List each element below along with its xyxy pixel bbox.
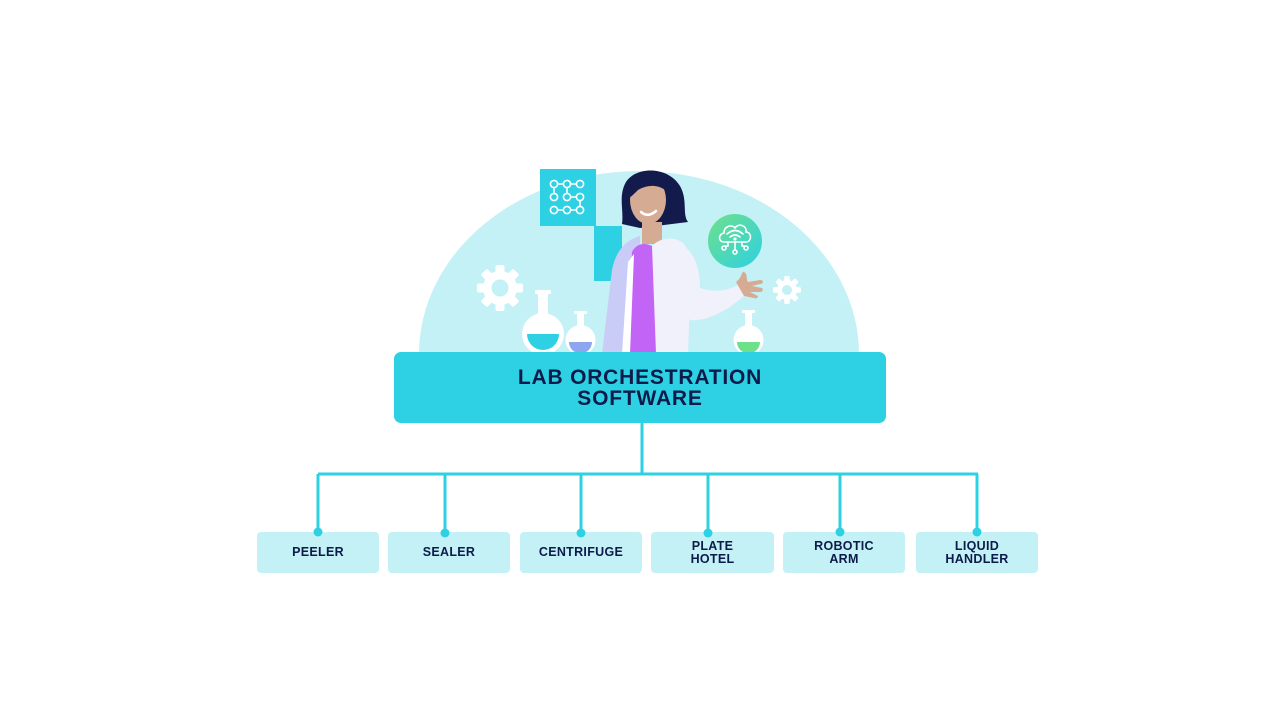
module-plate-hotel: PLATE HOTEL [651, 532, 774, 573]
main-title-box: LAB ORCHESTRATION SOFTWARE [394, 352, 886, 423]
module-liquid-handler: LIQUID HANDLER [916, 532, 1038, 573]
gear-icon [477, 265, 523, 311]
module-label: PEELER [292, 545, 344, 559]
module-label: PLATE HOTEL [690, 538, 735, 566]
cloud-network-icon [708, 214, 762, 268]
module-robotic-arm: ROBOTIC ARM [783, 532, 905, 573]
module-label: SEALER [422, 545, 476, 559]
workflow-icon [540, 169, 622, 281]
connector-lines [316, 423, 979, 533]
gear-icon [773, 276, 801, 304]
module-label: CENTRIFUGE [538, 545, 624, 559]
module-label: LIQUID HANDLER [945, 538, 1009, 566]
module-label: ROBOTIC ARM [814, 538, 874, 566]
flask-icon [565, 311, 596, 355]
scientist-illustration [602, 170, 763, 354]
flask-icon [733, 310, 764, 355]
module-peeler: PEELER [257, 532, 379, 573]
flask-icon [522, 290, 564, 355]
module-sealer: SEALER [388, 532, 510, 573]
main-title: LAB ORCHESTRATION SOFTWARE [517, 365, 763, 410]
module-centrifuge: CENTRIFUGE [520, 532, 642, 573]
